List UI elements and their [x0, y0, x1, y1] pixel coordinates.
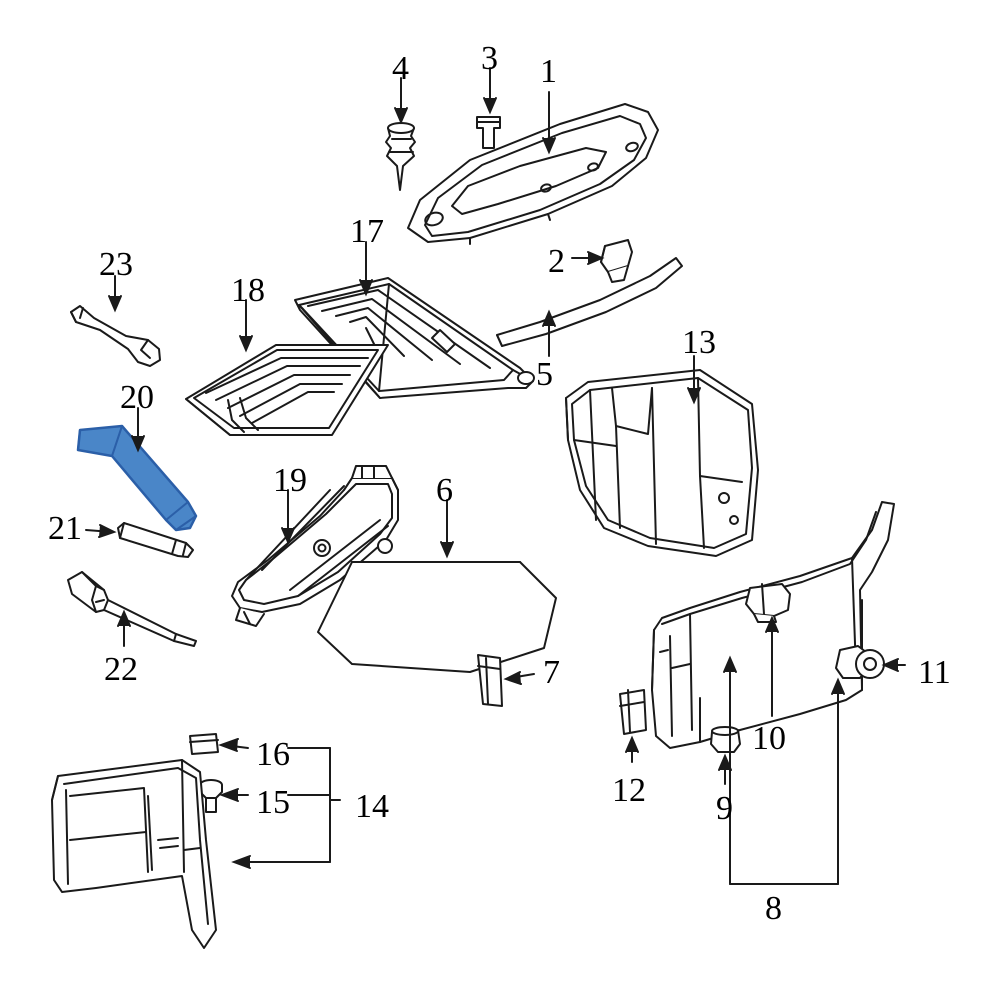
part-cover-cap [189, 733, 219, 755]
part-jack-extension-rod [117, 522, 194, 558]
part-jack-handle-screwdriver [67, 571, 197, 647]
part-quarter-trim-panel [565, 369, 759, 557]
callout-3[interactable]: 3 [481, 40, 498, 77]
callout-20[interactable]: 20 [120, 379, 154, 416]
callout-7[interactable]: 7 [543, 654, 560, 691]
callout-21[interactable]: 21 [48, 510, 82, 547]
callout-14[interactable]: 14 [355, 788, 389, 825]
callout-4[interactable]: 4 [392, 50, 409, 87]
part-round-knob-fastener [835, 645, 885, 679]
callout-19[interactable]: 19 [273, 462, 307, 499]
callout-8[interactable]: 8 [765, 890, 782, 927]
part-rear-shelf-panel [407, 103, 659, 245]
part-trim-assembly-group [51, 759, 217, 949]
part-side-clip [619, 689, 647, 735]
part-cap-plug [710, 726, 741, 753]
part-load-floor-board [185, 344, 389, 436]
part-grommet-plug [476, 116, 501, 149]
callout-12[interactable]: 12 [612, 772, 646, 809]
part-wheel-lug-wrench [76, 424, 198, 532]
part-scissor-jack [231, 465, 399, 627]
callout-9[interactable]: 9 [716, 790, 733, 827]
callout-13[interactable]: 13 [682, 324, 716, 361]
part-open-end-wrench [70, 305, 161, 367]
callout-22[interactable]: 22 [104, 651, 138, 688]
callout-18[interactable]: 18 [231, 272, 265, 309]
part-retainer-clip-small [477, 654, 503, 707]
callout-23[interactable]: 23 [99, 246, 133, 283]
part-cargo-floor-mat [317, 561, 557, 673]
callout-6[interactable]: 6 [436, 472, 453, 509]
callout-11[interactable]: 11 [918, 654, 951, 691]
callout-17[interactable]: 17 [350, 213, 384, 250]
callout-16[interactable]: 16 [256, 736, 290, 773]
callout-2[interactable]: 2 [548, 243, 565, 280]
part-push-pin-fastener [385, 122, 416, 191]
callout-10[interactable]: 10 [752, 720, 786, 757]
leader-lines [85, 67, 906, 885]
part-weatherstrip-seal [496, 257, 683, 347]
callout-1[interactable]: 1 [540, 53, 557, 90]
callout-5[interactable]: 5 [536, 356, 553, 393]
part-hook-bracket [745, 583, 791, 623]
part-clip-retainer [600, 239, 633, 283]
callout-15[interactable]: 15 [256, 784, 290, 821]
